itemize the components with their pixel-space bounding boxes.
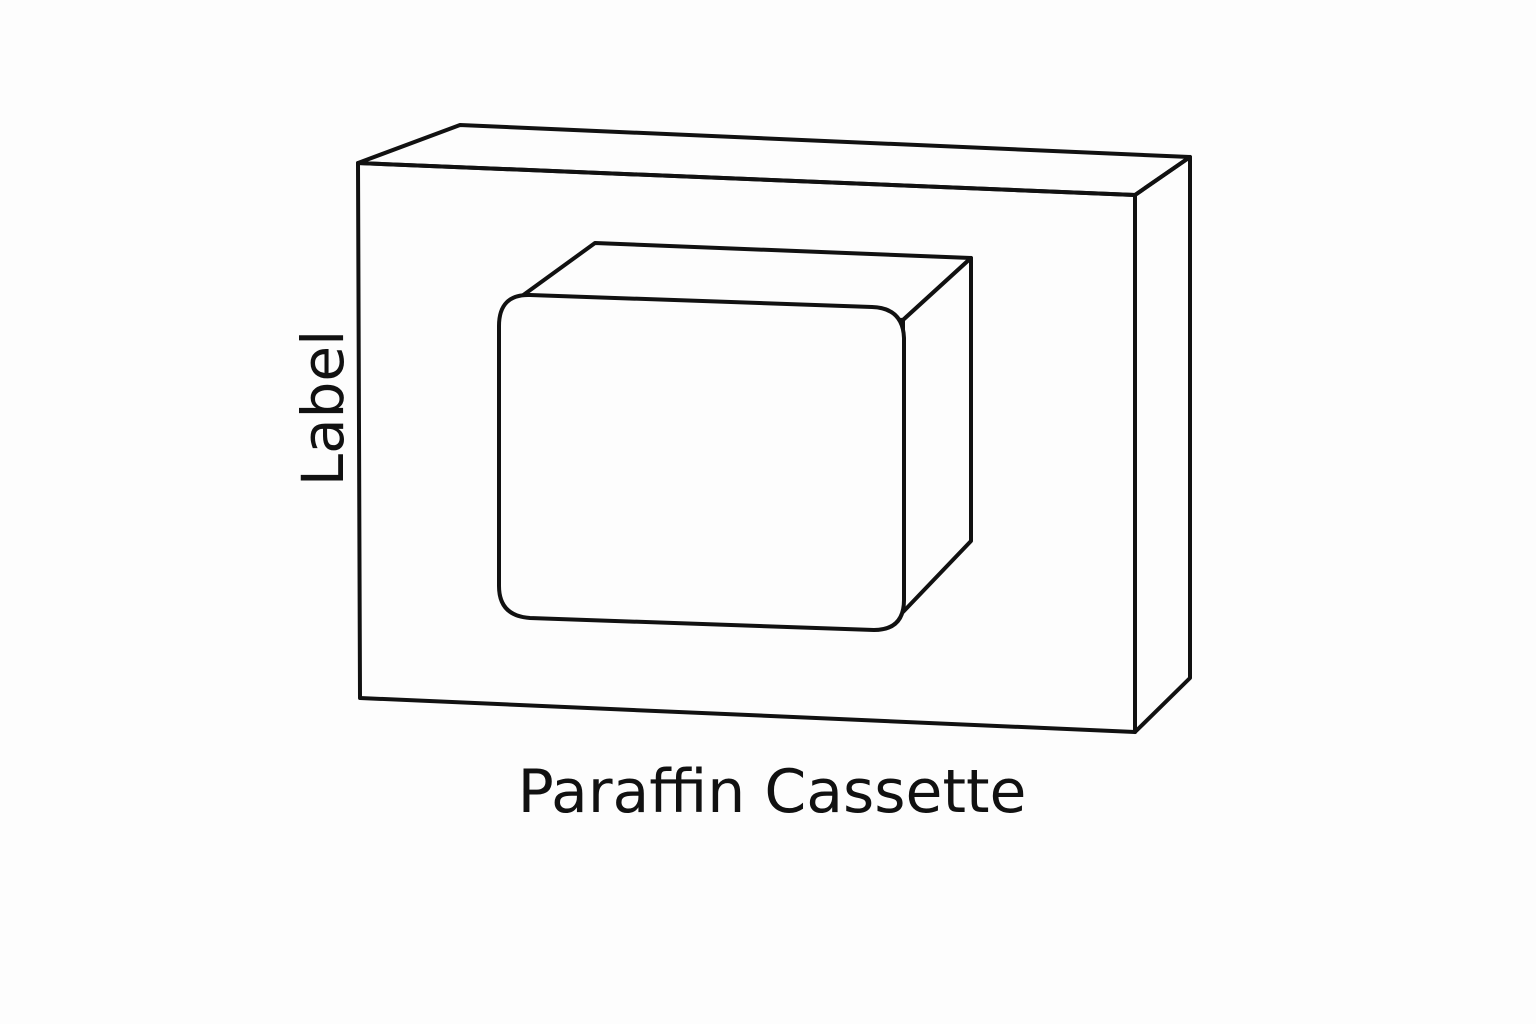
- cassette-top-face: [356, 123, 1192, 197]
- tissue-block-front-face: [497, 292, 906, 632]
- tissue-block-right-face: [901, 256, 973, 614]
- cassette-right-face: [1133, 155, 1192, 734]
- cassette-caption: Paraffin Cassette: [518, 757, 1027, 827]
- side-label: Label: [289, 330, 357, 486]
